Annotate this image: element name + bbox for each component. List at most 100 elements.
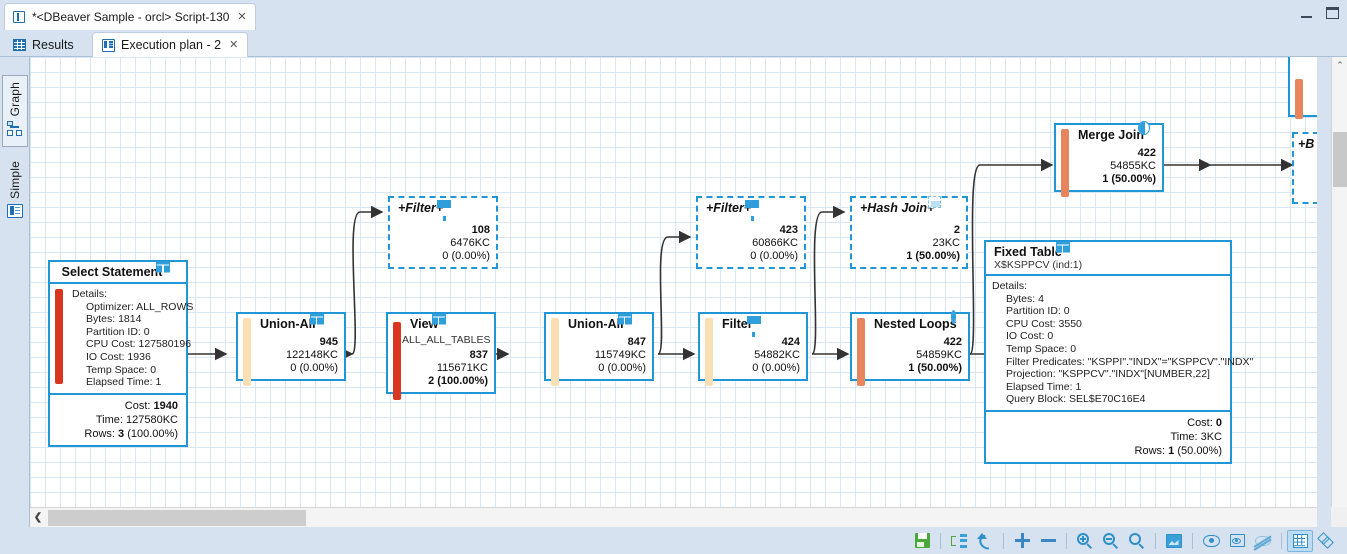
eye-off-icon (1253, 535, 1272, 550)
execution-plan-canvas[interactable]: Select Statement Details: Optimizer: ALL… (30, 57, 1317, 507)
sidebar-item-simple-label: Simple (8, 161, 22, 199)
minus-icon (1040, 539, 1056, 542)
close-icon[interactable]: ✕ (229, 38, 239, 51)
scroll-left-icon[interactable]: ❮ (33, 512, 43, 523)
hide-node-button[interactable] (1250, 530, 1276, 552)
node-title: Merge Join (1056, 121, 1162, 145)
node-stats: 945 122148KC 0 (0.00%) (238, 318, 344, 386)
auto-layout-button[interactable] (946, 530, 972, 552)
toolbar-separator (1192, 532, 1193, 549)
plan-icon (102, 38, 115, 52)
node-title: Union-All (238, 313, 344, 334)
editor-tab-script[interactable]: *<DBeaver Sample - orcl> Script-130 ✕ (4, 3, 256, 30)
node-stats: 424 54882KC 0 (0.00%) (700, 318, 806, 386)
table-icon (1055, 241, 1070, 252)
node-title: +B (1298, 137, 1315, 151)
zoom-in-icon (1077, 532, 1093, 549)
grid-icon (13, 38, 26, 51)
maximize-button[interactable] (1326, 7, 1339, 19)
show-all-button[interactable] (1198, 530, 1224, 552)
left-view-toolbar: Graph Simple (0, 57, 30, 530)
zoom-in-button[interactable] (1009, 530, 1035, 552)
node-subtitle: X$KSPPCV (ind:1) (986, 259, 1230, 276)
tab-execution-plan-label: Execution plan - 2 (121, 38, 222, 52)
zoom-out-button[interactable] (1035, 530, 1061, 552)
node-title: Fixed Table (986, 241, 1230, 259)
sql-script-icon (12, 10, 26, 24)
node-fixed-table[interactable]: Fixed Table X$KSPPCV (ind:1) Details: By… (984, 240, 1253, 464)
node-offscreen-right[interactable]: +B (1292, 132, 1317, 204)
zoom-reset-button[interactable] (1124, 530, 1150, 552)
fit-image-icon (1166, 533, 1182, 548)
toggle-grid-button[interactable] (1287, 529, 1313, 552)
fit-to-window-button[interactable] (1161, 530, 1187, 552)
node-nested-loops[interactable]: Nested Loops 422 54859KC 1 (50.00%) (850, 310, 970, 386)
cost-bar (857, 318, 865, 386)
node-title: Select Statement (50, 261, 186, 284)
node-title: +Hash Join+ (852, 196, 966, 218)
node-merge-join[interactable]: Merge Join 422 54855KC 1 (50.00%) (1054, 121, 1164, 197)
node-stats: 422 54855KC 1 (50.00%) (1056, 129, 1162, 197)
node-stats: 847 115749KC 0 (0.00%) (546, 318, 652, 386)
scrollbar-corner (1331, 507, 1347, 527)
editor-tab-title: *<DBeaver Sample - orcl> Script-130 (32, 10, 230, 24)
horizontal-scroll-thumb[interactable] (48, 510, 306, 526)
cost-bar (551, 318, 559, 386)
minimize-button[interactable] (1301, 9, 1312, 18)
plus-icon (1014, 533, 1030, 548)
refresh-diamond-icon (1317, 532, 1334, 549)
zoom-out-icon (1103, 532, 1119, 549)
sidebar-item-graph[interactable]: Graph (2, 75, 28, 147)
table-icon (309, 313, 324, 324)
diagram-toolbar (0, 527, 1347, 554)
eye-box-icon (1229, 534, 1245, 547)
node-stats: 837 115671KC 2 (100.00%) (388, 322, 494, 400)
horizontal-scrollbar[interactable]: ❮ (30, 507, 1317, 527)
refresh-button[interactable] (972, 530, 998, 552)
node-filter-plus-1[interactable]: +Filter+ 108 6476KC 0 (0.00%) (388, 196, 498, 269)
cost-bar (705, 318, 713, 386)
save-diagram-button[interactable] (909, 530, 935, 552)
simple-icon (7, 203, 23, 219)
node-footer: Cost: 1940 Time: 127580KC Rows: 3 (100.0… (50, 392, 186, 445)
tab-execution-plan[interactable]: Execution plan - 2 ✕ (92, 32, 249, 57)
sidebar-item-simple[interactable]: Simple (2, 155, 28, 233)
refresh-layout-button[interactable] (1313, 530, 1339, 552)
node-details: Details: Optimizer: ALL_ROWS Bytes: 1814… (50, 284, 193, 393)
zoom-out-magnifier-button[interactable] (1098, 530, 1124, 552)
scroll-up-icon[interactable]: ⌃ (1336, 59, 1344, 70)
cost-bar (55, 289, 63, 384)
node-union-all-2[interactable]: Union-All 847 115749KC 0 (0.00%) (544, 312, 654, 386)
sidebar-item-graph-label: Graph (8, 82, 22, 117)
toolbar-separator (1066, 532, 1067, 549)
tab-results[interactable]: Results (4, 32, 83, 57)
undo-arrow-icon (977, 533, 993, 548)
node-offscreen-right-top[interactable] (1288, 57, 1317, 119)
node-stats: 423 60866KC 0 (0.00%) (750, 224, 798, 262)
node-hash-join-plus[interactable]: +Hash Join+ 2 23KC 1 (50.00%) (850, 196, 968, 269)
node-title: +Filter+ (698, 198, 804, 221)
eye-icon (1202, 534, 1220, 547)
node-filter[interactable]: Filter 424 54882KC 0 (0.00%) (698, 312, 808, 386)
close-icon[interactable]: ✕ (237, 10, 247, 23)
table-icon (617, 313, 632, 324)
node-select-statement[interactable]: Select Statement Details: Optimizer: ALL… (48, 260, 193, 447)
node-view[interactable]: View ALL_ALL_TABLES 837 115671KC 2 (100.… (386, 312, 496, 400)
magnifier-icon (1129, 532, 1145, 549)
node-filter-plus-2[interactable]: +Filter+ 423 60866KC 0 (0.00%) (696, 196, 806, 269)
save-icon (914, 533, 930, 548)
node-stats: 2 23KC 1 (50.00%) (906, 224, 960, 262)
vertical-scrollbar[interactable]: ⌃ (1331, 57, 1347, 507)
graph-icon (7, 121, 23, 137)
toolbar-separator (1155, 532, 1156, 549)
node-union-all-1[interactable]: Union-All 945 122148KC 0 (0.00%) (236, 312, 346, 386)
node-title: Union-All (546, 313, 652, 334)
plan-edges (187, 158, 1294, 361)
node-title: Nested Loops (852, 310, 968, 334)
vertical-scroll-thumb[interactable] (1333, 132, 1347, 187)
zoom-in-magnifier-button[interactable] (1072, 530, 1098, 552)
tab-results-label: Results (32, 37, 74, 52)
node-title: View (388, 313, 494, 334)
focus-node-button[interactable] (1224, 530, 1250, 552)
